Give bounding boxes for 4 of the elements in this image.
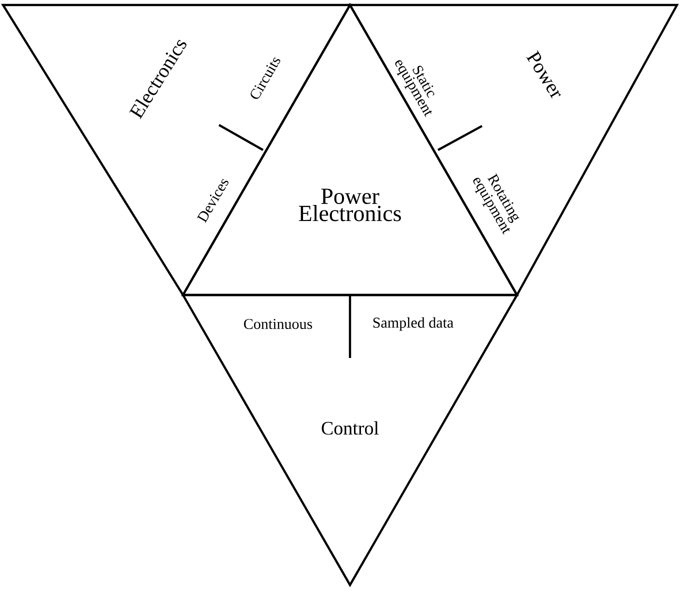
region-heading: Power Electronics: [298, 188, 401, 222]
region-heading: Control: [322, 421, 379, 435]
section-label: Sampled data: [373, 317, 454, 331]
section-label: Continuous: [244, 318, 312, 330]
